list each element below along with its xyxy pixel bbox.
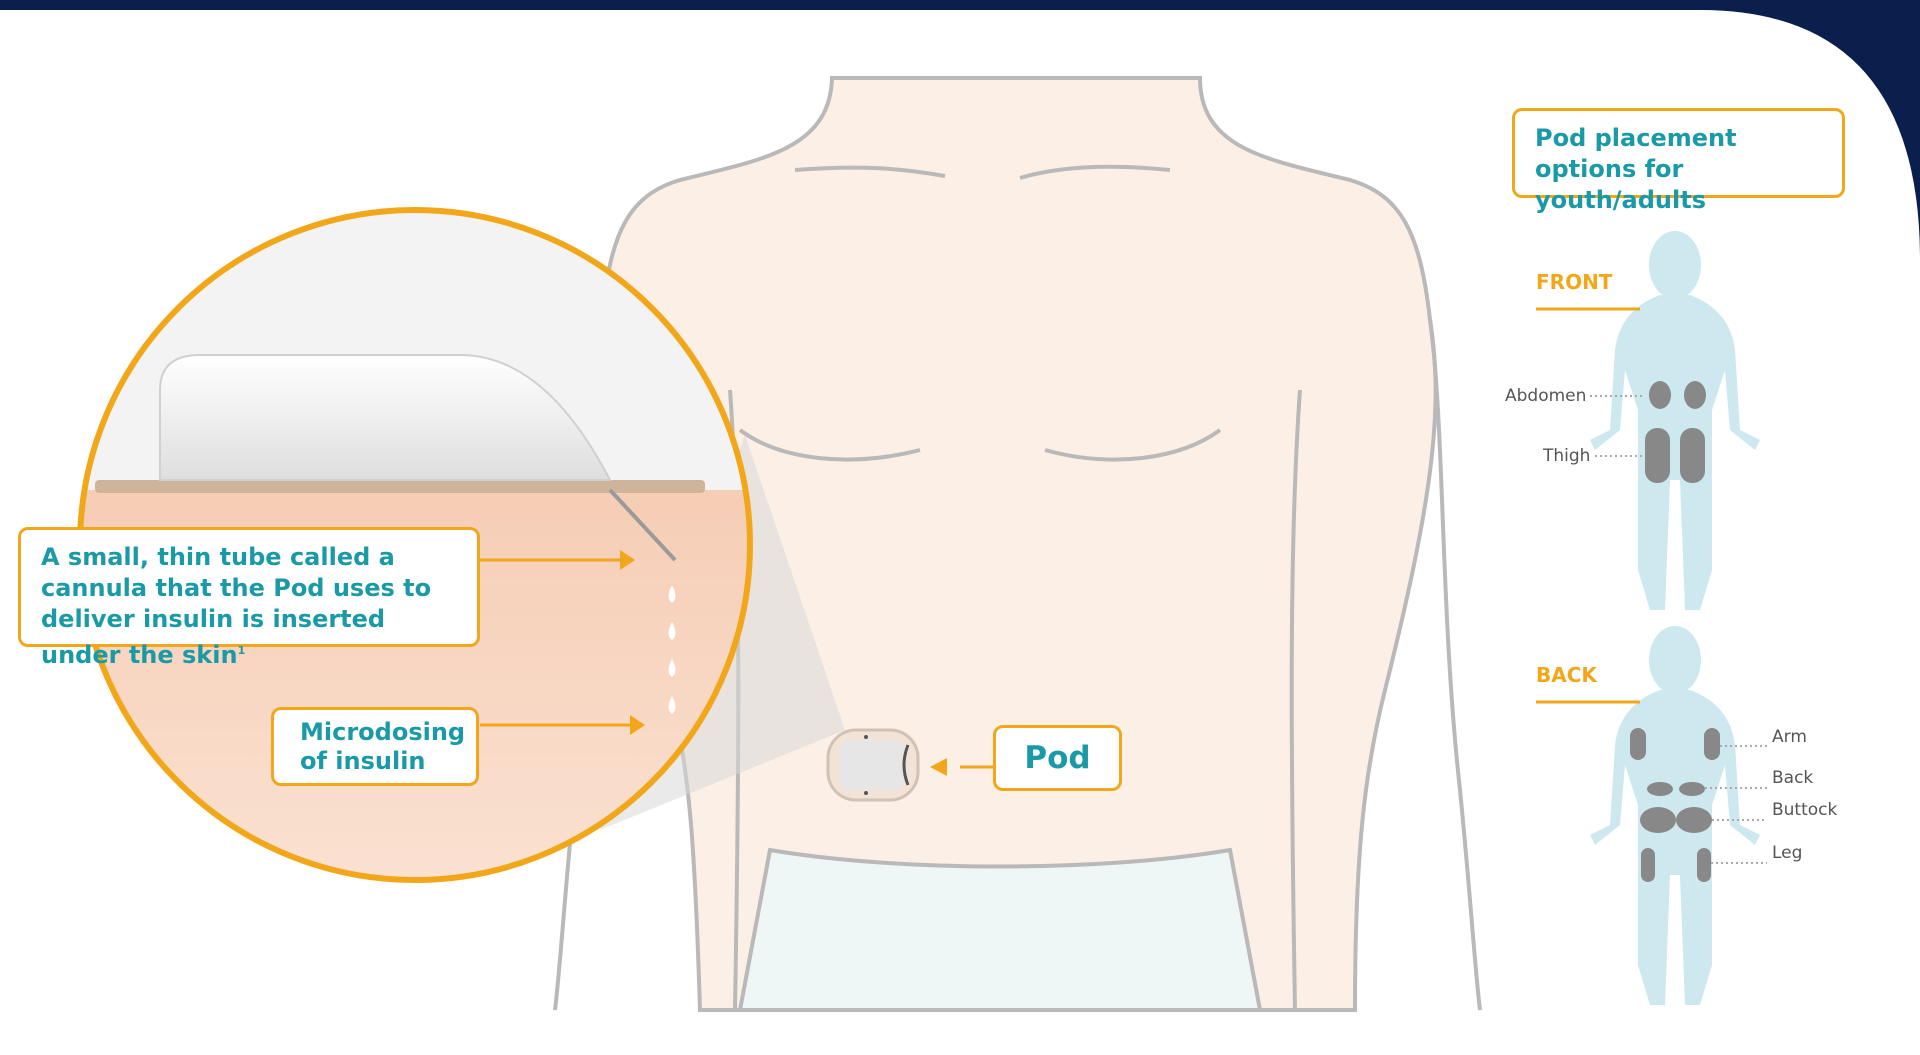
site-label-abdomen: Abdomen — [1505, 386, 1586, 406]
cannula-callout: A small, thin tube called a cannula that… — [18, 527, 480, 647]
microdosing-callout-text: Microdosing of insulin — [300, 718, 465, 775]
placement-heading: Pod placement options for youth/adults — [1512, 108, 1845, 198]
site-label-leg: Leg — [1772, 843, 1802, 863]
site-label-back: Back — [1772, 768, 1813, 788]
pod-callout: Pod — [993, 725, 1122, 791]
site-label-arm: Arm — [1772, 727, 1807, 747]
front-title: FRONT — [1536, 270, 1612, 294]
cannula-footnote: 1 — [238, 644, 246, 657]
microdosing-callout: Microdosing of insulin — [271, 707, 479, 786]
pod-callout-text: Pod — [1024, 740, 1090, 776]
back-title: BACK — [1536, 663, 1597, 687]
pod-device — [828, 730, 918, 800]
site-label-buttock: Buttock — [1772, 800, 1837, 820]
site-label-thigh: Thigh — [1543, 446, 1590, 466]
